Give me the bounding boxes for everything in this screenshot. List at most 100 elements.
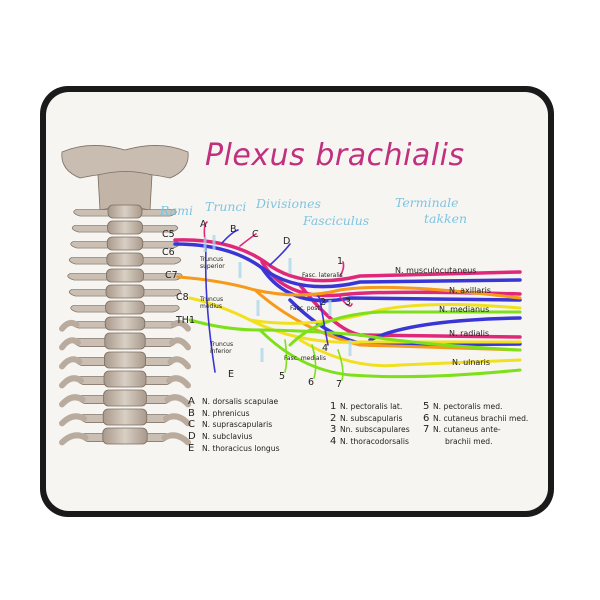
trunk-medius-name: medius [200,303,222,310]
rib [59,432,89,446]
rib [170,319,191,332]
branch-letter-b: B [230,224,237,235]
root-c6: C6 [162,247,175,258]
cervical-thoracic-spine [59,145,191,446]
rib [59,394,86,408]
root-c8: C8 [176,292,189,303]
nerve-path-c6 [368,316,522,342]
vertebra-body [104,332,146,350]
header-divisiones: Divisiones [256,196,321,211]
trunk-superior-label: Truncus superior [200,256,225,270]
terminal-radialis: N. radialis [449,329,490,338]
vertebra-body [106,236,144,251]
header-takken: takken [424,211,468,226]
branch-letter-a: A [200,219,207,230]
trunk-inferior-word: Truncus [210,341,234,348]
vertebra-body [103,389,147,407]
rib [59,337,81,351]
header-rami: Rami [160,203,194,218]
vertebra-body [104,351,147,369]
root-c5: C5 [162,229,175,240]
root-c7: C7 [165,270,178,281]
nerve-path-c6 [260,266,522,303]
fasc-post-label: Fasc. post. [290,305,322,312]
terminal-medianus: N. medianus [439,305,490,314]
vertebra-body [104,316,146,331]
nerve-path-branch [311,344,317,379]
branch-letter-d: D [283,236,291,247]
plexus-nerves [173,221,522,381]
nerve-path-th1 [188,318,522,352]
nerve-path-branch [337,349,344,381]
nerve-path-branch [269,243,291,266]
rib [59,356,83,370]
rib [167,356,191,370]
branch-number-6: 6 [308,377,315,388]
vertebra-body [102,408,148,426]
branch-letter-e: E [228,369,235,380]
nerve-path-c5 [260,260,522,298]
header-trunci: Trunci [205,199,247,214]
trunk-medius-label: Truncus medius [200,296,223,310]
legend-number-row: brachii med. [445,437,493,447]
branch-number-7: 7 [336,379,343,390]
nerve-path-c7 [176,275,522,300]
rib [59,319,80,332]
rib [161,432,191,446]
nerve-path-th1 [288,310,522,347]
rib [169,337,191,351]
header-fasciculus: Fasciculus [303,213,370,228]
branch-letter-c: C [252,229,259,240]
trunk-superior-name: superior [200,263,225,270]
vertebra-body [103,370,147,388]
terminal-axillaris: N. axillaris [449,286,491,295]
nerve-path-th1 [258,328,522,379]
nerve-path-branch [221,229,239,244]
trunk-inferior-label: Truncus inferior [210,341,233,355]
rib [166,375,191,389]
branch-number-1: 1 [337,256,344,267]
vertebra-body [105,284,145,299]
trunk-superior-word: Truncus [200,256,224,263]
nerve-path-branch [339,296,353,307]
branch-number-2: 2 [320,297,327,308]
mat-surface [46,92,548,511]
nerve-path-branch [339,261,345,277]
vertebra-body [106,268,145,283]
nerve-path-branch [239,233,257,247]
nerve-path-c5 [173,238,522,283]
diagram-title: Plexus brachialis [205,138,465,173]
nerve-path-branch [284,339,288,373]
vertebra-body [107,204,143,219]
trunk-medius-word: Truncus [200,296,224,303]
nerve-path-branch [204,247,216,373]
terminal-ulnaris: N. ulnaris [452,358,491,367]
trunk-inferior-name: inferior [210,348,232,355]
rib [59,375,84,389]
nerve-path-branch [317,295,327,304]
branch-number-5: 5 [279,371,286,382]
vertebra-body [102,427,148,445]
division-dashes [203,235,352,362]
branch-number-4: 4 [322,343,329,354]
fasc-lateralis-label: Fasc. lateralis [302,272,343,279]
root-th1: TH1 [176,315,195,326]
vertebra-body [106,252,144,267]
rib [59,413,87,427]
rib [164,394,191,408]
